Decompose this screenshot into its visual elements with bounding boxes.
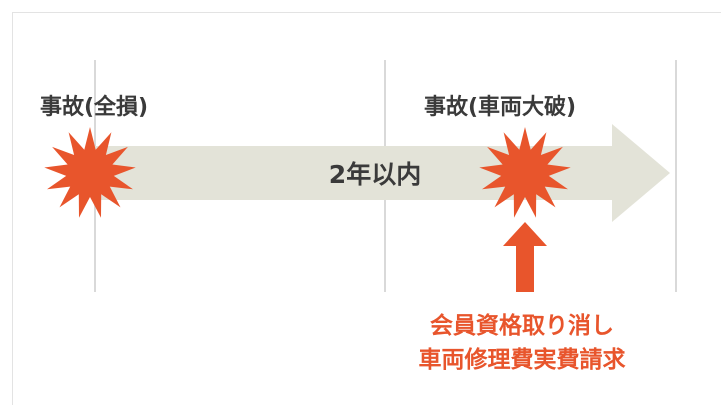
- up-arrow-icon: [503, 222, 547, 292]
- diagram-frame: [12, 12, 721, 405]
- period-label: 2年以内: [329, 160, 421, 189]
- starburst-left-icon: [44, 127, 136, 218]
- event-label-left: 事故(全損): [40, 94, 148, 120]
- note-line-1: 会員資格取り消し: [430, 312, 614, 339]
- note-line-2: 車両修理費実費請求: [419, 346, 626, 373]
- starburst-right-icon: [479, 127, 571, 218]
- event-label-right: 事故(車両大破): [424, 94, 576, 120]
